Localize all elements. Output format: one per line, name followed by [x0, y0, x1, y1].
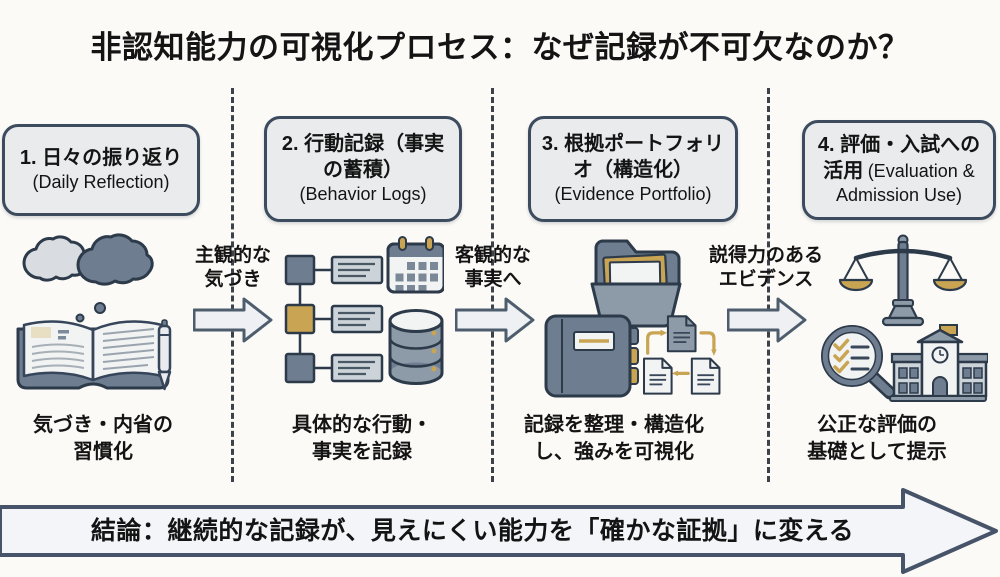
step-box-4: 4. 評価・入試への活用 (Evaluation & Admission Use… [802, 120, 996, 220]
flowchart-calendar-database-icon [278, 236, 446, 407]
step-1-label-en: (Daily Reflection) [32, 172, 170, 193]
binder-icon [544, 314, 639, 398]
column-divider-3 [767, 88, 770, 482]
pen-icon [157, 319, 172, 391]
conclusion-text: 結論：継続的な記録が、見えにくい能力を「確かな証拠」に変える [90, 517, 855, 545]
journal-with-thought-clouds-icon [8, 230, 186, 407]
step-caption-2: 具体的な行動・ 事実を記録 [292, 414, 432, 463]
step-2-label-jp: 2. 行動記録（事実の蓄積） [281, 133, 445, 182]
step-box-2: 2. 行動記録（事実の蓄積） (Behavior Logs) [264, 116, 462, 222]
step-box-1: 1. 日々の振り返り (Daily Reflection) [2, 124, 200, 216]
diagram-title: 非認知能力の可視化プロセス：なぜ記録が不可欠なのか？ [90, 30, 910, 65]
column-divider-1 [231, 88, 234, 482]
step-2-label-en: (Behavior Logs) [299, 184, 427, 205]
transition-label-2: 客観的な 事実へ [454, 245, 531, 290]
transition-label-1: 主観的な 気づき [194, 245, 271, 290]
step-1-label-jp: 1. 日々の振り返り [19, 147, 183, 170]
column-divider-2 [491, 88, 494, 482]
documents-cycle-icon [642, 315, 721, 395]
school-building-icon [889, 324, 990, 402]
step-caption-4: 公正な評価の 基礎として提示 [807, 414, 947, 463]
step-3-label-jp: 3. 根拠ポートフォリオ（構造化） [541, 133, 725, 182]
folder-binder-documents-icon [542, 232, 726, 409]
right-arrow-icon [193, 297, 273, 343]
step-4-label-jp: 4. 評価・入試への活用 [817, 134, 981, 183]
scale-magnifier-school-icon [818, 232, 990, 409]
folder-icon [590, 239, 682, 328]
magnifier-checklist-icon [821, 325, 897, 400]
step-3-label-en: (Evidence Portfolio) [554, 184, 712, 205]
transition-label-3: 説得力のある エビデンス [708, 245, 823, 290]
conclusion-arrow-banner [0, 488, 998, 574]
database-icon [388, 309, 444, 385]
right-arrow-icon [727, 297, 807, 343]
step-caption-1: 気づき・内省の 習慣化 [33, 414, 173, 463]
right-arrow-icon [455, 297, 535, 343]
step-4-label-en: (Evaluation & Admission Use) [835, 161, 975, 206]
step-caption-3: 記録を整理・構造化 し、強みを可視化 [524, 414, 704, 463]
balance-scale-icon [838, 234, 968, 327]
step-box-3: 3. 根拠ポートフォリオ（構造化） (Evidence Portfolio) [528, 116, 738, 222]
